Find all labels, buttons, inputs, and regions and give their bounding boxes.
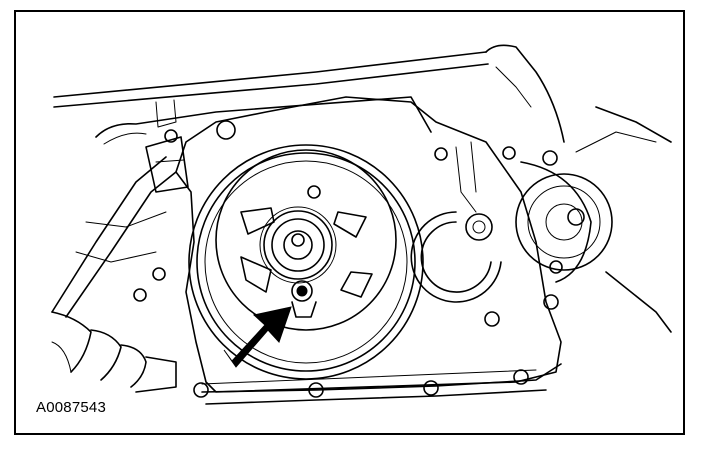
alternator — [515, 106, 672, 333]
cv-joint-boot — [51, 311, 177, 393]
belt-tensioner — [410, 141, 502, 303]
left-suspension-area — [51, 120, 236, 318]
engine-front-cover-illustration — [51, 44, 672, 405]
illustration-frame: A0087543 — [14, 10, 685, 435]
crankshaft-pulley — [188, 144, 424, 380]
pointer-arrow — [223, 306, 292, 368]
upper-body-panel — [53, 44, 565, 145]
figure-id-label: A0087543 — [36, 399, 107, 416]
engine-front-cover — [133, 96, 563, 405]
